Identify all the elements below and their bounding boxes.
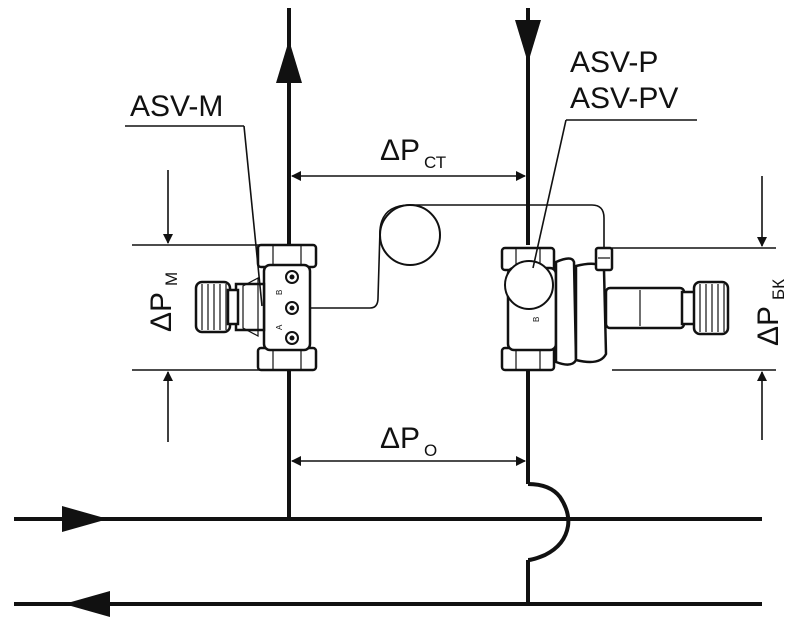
delta-p-st-subscript: СТ <box>424 153 446 172</box>
delta-p-m-dimension: ΔP М <box>145 170 181 442</box>
return-main <box>14 591 762 617</box>
asv-m-label: ASV-M <box>130 90 223 123</box>
delta-p-m-label: ΔP <box>145 292 178 332</box>
delta-p-o-dimension: ΔP O <box>291 422 526 466</box>
asv-m-callout: ASV-M <box>125 90 263 307</box>
asv-pv-label: ASV-PV <box>570 82 678 115</box>
supply-main <box>14 506 762 532</box>
asv-p-callout: ASV-P ASV-PV <box>532 46 697 269</box>
valve-gauge-circle <box>504 260 554 310</box>
port-b-label: B <box>275 290 284 295</box>
delta-p-o-subscript: O <box>424 441 437 460</box>
asv-p-label: ASV-P <box>570 46 658 79</box>
delta-p-o-label: ΔP <box>380 422 420 455</box>
impulse-tube <box>295 204 605 309</box>
delta-p-bk-label: ΔP <box>752 306 785 346</box>
asv-p-valve: B <box>500 246 730 372</box>
delta-p-st-dimension: ΔP СТ <box>291 134 526 181</box>
delta-p-bk-subscript: БК <box>769 279 788 300</box>
flow-arrow-left <box>64 591 110 617</box>
asv-m-valve: B A <box>194 243 318 372</box>
impulse-tube-coil <box>379 204 441 266</box>
delta-p-bk-dimension: ΔP БК <box>752 176 788 440</box>
flow-arrow-down <box>515 20 541 63</box>
delta-p-st-label: ΔP <box>380 134 420 167</box>
port-a-label: A <box>275 324 284 330</box>
flow-arrow-right <box>62 506 108 532</box>
delta-p-m-subscript: М <box>162 272 181 286</box>
flow-arrow-up <box>276 40 302 83</box>
port-b2-label: B <box>532 317 541 322</box>
return-riser <box>276 8 302 519</box>
